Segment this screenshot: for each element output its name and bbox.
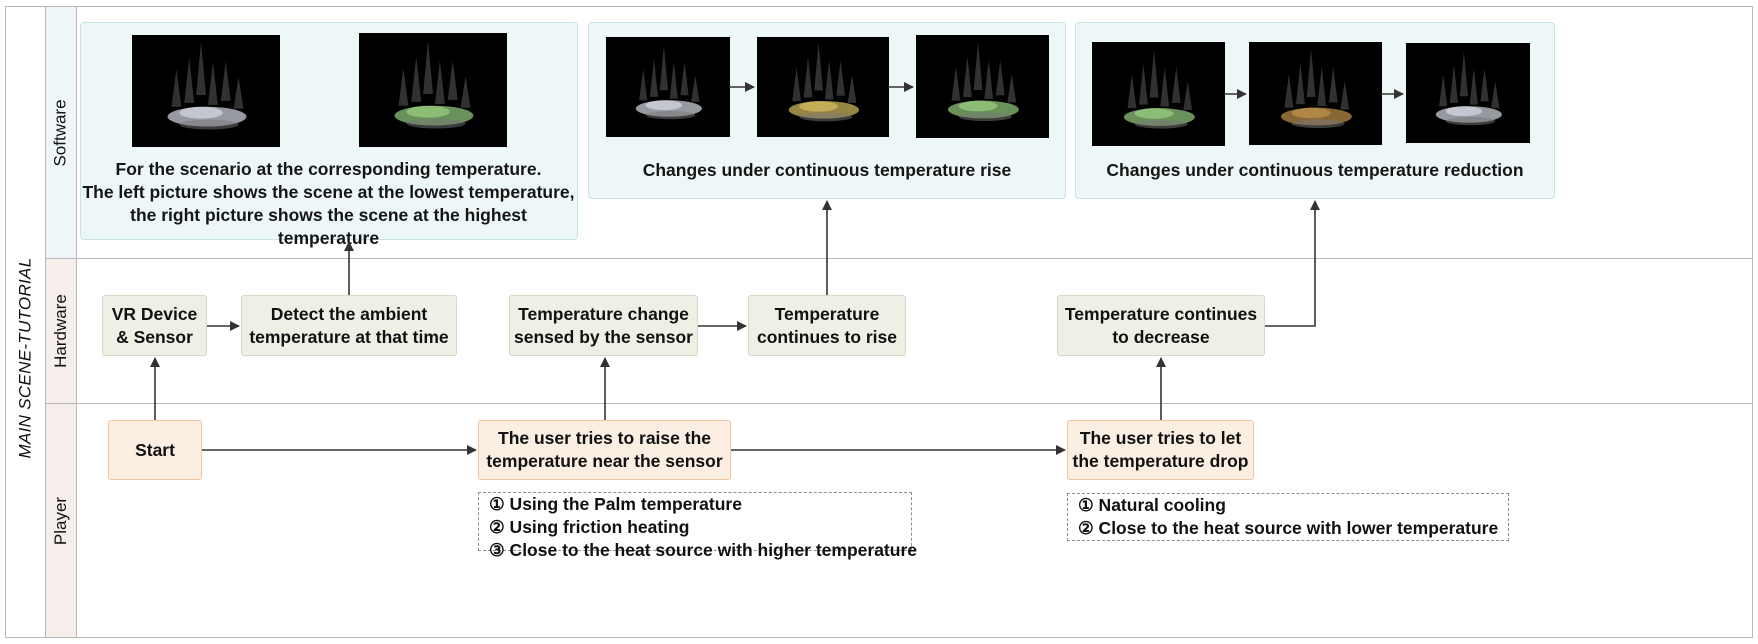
decrease-line-2: to decrease: [1112, 326, 1210, 347]
software-panel-temperature-rise: Changes under continuous temperature ris…: [588, 22, 1066, 199]
reduction-scene-3: [1406, 43, 1530, 143]
lane-label-hardware: Hardware: [46, 259, 77, 403]
scene-highest-graphic: [359, 34, 507, 146]
rise-line-2: continues to rise: [756, 326, 898, 347]
rise-scene-1-graphic: [606, 40, 730, 134]
reduction-scene-1: [1092, 42, 1225, 146]
node-user-temperature-drop: The user tries to let the temperature dr…: [1067, 420, 1254, 480]
reduction-caption: Changes under continuous temperature red…: [1106, 160, 1524, 180]
drop-line-2: the temperature drop: [1072, 451, 1249, 471]
arrow-decrease-to-panel3: [1265, 200, 1320, 327]
rise-scene-3-graphic: [916, 36, 1049, 137]
reduction-scene-1-graphic: [1092, 44, 1225, 144]
drop-method-1: ① Natural cooling: [1078, 495, 1226, 515]
scenario-description: For the scenario at the corresponding te…: [81, 158, 576, 250]
rise-scene-2: [757, 37, 889, 137]
lane-label-player: Player: [46, 404, 77, 637]
raise-methods-note: ① Using the Palm temperature ② Using fri…: [478, 492, 917, 560]
decrease-line-1: Temperature continues: [1064, 303, 1258, 324]
scene-lowest-graphic: [132, 35, 280, 147]
node-temperature-change-sensed: Temperature change sensed by the sensor: [509, 295, 698, 356]
node-start: Start: [108, 420, 202, 480]
detect-line-1: Detect the ambient: [270, 303, 428, 324]
drop-methods-note: ① Natural cooling ② Close to the heat so…: [1067, 493, 1509, 541]
node-detect-ambient-temperature: Detect the ambient temperature at that t…: [241, 295, 457, 356]
vr-device-line-2: & Sensor: [116, 326, 193, 347]
rise-line-1: Temperature: [774, 303, 880, 324]
drop-line-1: The user tries to let: [1079, 428, 1242, 448]
lane-divider-software-hardware: [46, 258, 1753, 259]
title-column-separator: [45, 6, 46, 638]
rise-caption: Changes under continuous temperature ris…: [642, 160, 1012, 180]
diagram-frame: [5, 6, 1753, 638]
start-label: Start: [135, 439, 175, 460]
node-vr-device-sensor: VR Device & Sensor: [102, 295, 207, 356]
detect-line-2: temperature at that time: [249, 326, 449, 347]
raise-method-3: ③ Close to the heat source with higher t…: [489, 540, 917, 560]
reduction-scene-2-graphic: [1249, 43, 1382, 144]
rise-scene-1: [606, 37, 730, 137]
scenario-line-2: The left picture shows the scene at the …: [82, 182, 575, 202]
raise-method-2: ② Using friction heating: [489, 517, 690, 537]
rise-scene-3: [916, 35, 1049, 138]
rise-scene-2-graphic: [757, 37, 889, 137]
software-panel-scenario: For the scenario at the corresponding te…: [80, 22, 578, 248]
reduction-scene-3-graphic: [1406, 46, 1530, 140]
scene-image-lowest-temperature: [132, 35, 280, 147]
raise-method-1: ① Using the Palm temperature: [489, 494, 742, 514]
vr-device-line-1: VR Device: [111, 303, 198, 324]
scenario-line-1: For the scenario at the corresponding te…: [115, 159, 542, 179]
node-user-raise-temperature: The user tries to raise the temperature …: [478, 420, 731, 480]
lane-label-software: Software: [46, 7, 77, 258]
change-line-2: sensed by the sensor: [514, 326, 693, 347]
lane-divider-hardware-player: [46, 403, 1753, 404]
drop-method-2: ② Close to the heat source with lower te…: [1078, 518, 1499, 538]
raise-line-1: The user tries to raise the: [498, 428, 711, 448]
node-temperature-continues-rise: Temperature continues to rise: [748, 295, 906, 356]
node-temperature-continues-decrease: Temperature continues to decrease: [1057, 295, 1265, 356]
change-line-1: Temperature change: [518, 303, 689, 324]
reduction-scene-2: [1249, 42, 1382, 145]
scene-image-highest-temperature: [359, 33, 507, 147]
software-panel-temperature-reduction: Changes under continuous temperature red…: [1075, 22, 1555, 199]
raise-line-2: temperature near the sensor: [486, 451, 723, 471]
